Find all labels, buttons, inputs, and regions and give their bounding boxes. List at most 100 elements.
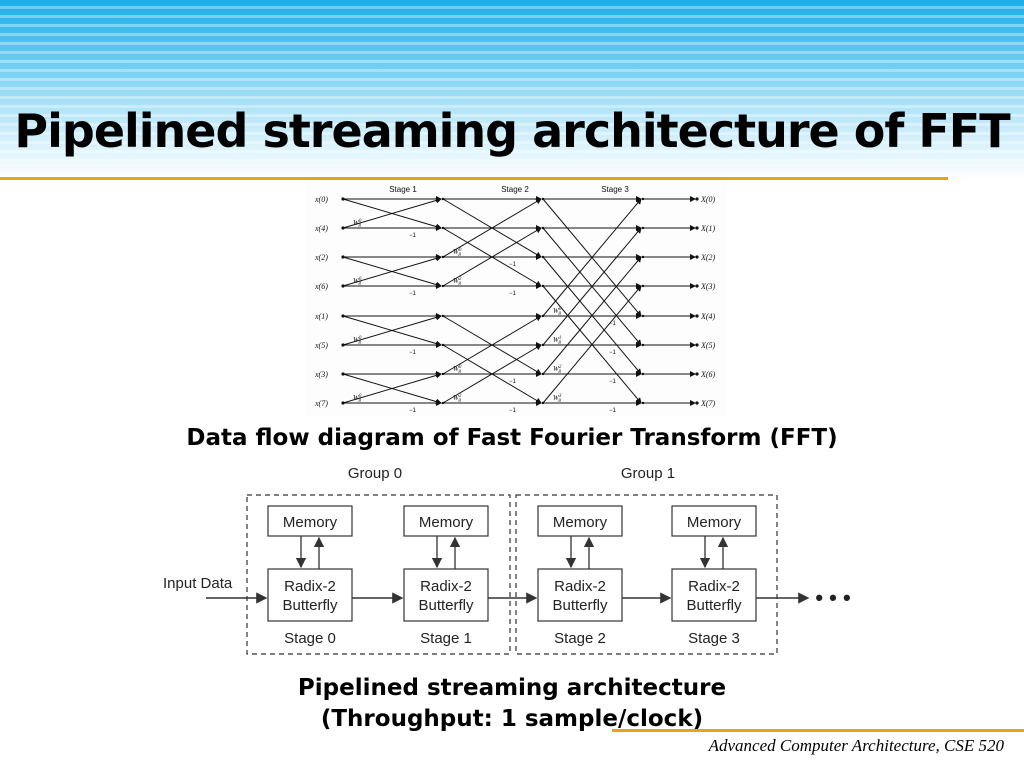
- fft-node: [641, 372, 645, 376]
- pipeline-caption-line1: Pipelined streaming architecture: [297, 675, 727, 701]
- group-box-1: [515, 494, 778, 655]
- stage-label: Stage 2: [554, 630, 606, 647]
- butterfly-label-line2: Butterfly: [552, 597, 608, 614]
- fft-output-label: X(2): [700, 253, 716, 262]
- pipeline-caption-line2: (Throughput: 1 sample/clock): [320, 706, 704, 732]
- fft-node: [695, 226, 699, 230]
- fft-output-label: X(7): [700, 399, 716, 408]
- fft-stage-label-1: Stage 1: [389, 185, 417, 194]
- fft-stage-label-3: Stage 3: [601, 185, 629, 194]
- pipeline-stage-0: Memory Radix-2 Butterfly Stage 0: [267, 505, 353, 647]
- fft-input-label: x(7): [314, 399, 328, 408]
- fft-minus-one-label: −1: [609, 408, 617, 414]
- fft-minus-one-label: −1: [409, 291, 417, 297]
- fft-signal-lines: [341, 196, 699, 406]
- slide-title: Pipelined streaming architecture of FFT: [14, 104, 1010, 158]
- header-background: [0, 0, 1024, 180]
- fft-input-label: x(6): [314, 282, 328, 291]
- fft-input-label: x(5): [314, 341, 328, 350]
- butterfly-label-line2: Butterfly: [418, 597, 474, 614]
- fft-node: [641, 197, 645, 201]
- fft-node: [641, 226, 645, 230]
- fft-stage-label-2: Stage 2: [501, 185, 529, 194]
- fft-cross-edge: [342, 314, 442, 346]
- fft-output-label: X(4): [700, 312, 716, 321]
- stage-label: Stage 0: [284, 630, 336, 647]
- butterfly-label-line1: Radix-2: [284, 578, 336, 595]
- fft-node: [641, 343, 645, 347]
- fft-output-label: X(0): [700, 195, 716, 204]
- fft-minus-one-label: −1: [509, 408, 517, 414]
- fft-output-label: X(1): [700, 224, 716, 233]
- fft-input-label: x(3): [314, 370, 328, 379]
- fft-node: [695, 372, 699, 376]
- fft-minus-one-label: −1: [509, 379, 517, 385]
- fft-input-label: x(0): [314, 195, 328, 204]
- fft-dataflow-diagram: Stage 1 Stage 2 Stage 3 x(0) X(0) x(4) X(1)…: [305, 180, 727, 416]
- fft-minus-one-label: −1: [409, 350, 417, 356]
- fft-node: [695, 197, 699, 201]
- memory-block: [537, 505, 623, 537]
- memory-block: [403, 505, 489, 537]
- fft-cross-edge: [342, 372, 442, 404]
- fft-node: [695, 314, 699, 318]
- butterfly-label-line1: Radix-2: [420, 578, 472, 595]
- fft-minus-one-label: −1: [609, 321, 617, 327]
- fft-node-labels: x(0)X(0)x(4)X(1)x(2)X(2)x(6)X(3)x(1)X(4)…: [314, 195, 716, 414]
- memory-block: [267, 505, 353, 537]
- fft-node: [695, 255, 699, 259]
- fft-dataflow-svg: Stage 1 Stage 2 Stage 3 x(0) X(0) x(4) X(1)…: [314, 185, 716, 414]
- group-label-0: Group 0: [348, 465, 402, 482]
- fft-node: [695, 343, 699, 347]
- memory-label: Memory: [419, 514, 474, 531]
- fft-cross-edge: [542, 285, 642, 404]
- butterfly-block: [671, 568, 757, 622]
- input-data-label: Input Data: [163, 575, 233, 592]
- fft-output-label: X(3): [700, 282, 716, 291]
- butterfly-label-line2: Butterfly: [686, 597, 742, 614]
- butterfly-block: [537, 568, 623, 622]
- continuation-ellipsis: • • •: [815, 585, 850, 610]
- fft-input-label: x(2): [314, 253, 328, 262]
- fft-node: [695, 284, 699, 288]
- fft-cross-edge: [442, 344, 542, 404]
- title-underline: [0, 177, 948, 180]
- pipeline-caption: Pipelined streaming architecture (Throug…: [0, 673, 1024, 735]
- pipeline-stage-1: Memory Radix-2 Butterfly Stage 1: [403, 505, 489, 647]
- fft-output-label: X(5): [700, 341, 716, 350]
- group-label-1: Group 1: [621, 465, 675, 482]
- fft-node: [641, 401, 645, 405]
- fft-minus-one-label: −1: [409, 233, 417, 239]
- fft-minus-one-label: −1: [509, 262, 517, 268]
- butterfly-label-line2: Butterfly: [282, 597, 338, 614]
- butterfly-block: [267, 568, 353, 622]
- butterfly-label-line1: Radix-2: [554, 578, 606, 595]
- fft-input-label: x(4): [314, 224, 328, 233]
- fft-output-label: X(6): [700, 370, 716, 379]
- fft-minus-one-label: −1: [409, 408, 417, 414]
- stage-label: Stage 3: [688, 630, 740, 647]
- fft-node: [641, 284, 645, 288]
- fft-minus-one-label: −1: [609, 350, 617, 356]
- fft-cross-edge: [542, 256, 642, 375]
- fft-node: [641, 255, 645, 259]
- fft-cross-edge: [442, 227, 542, 287]
- fft-cross-edge: [342, 197, 442, 229]
- butterfly-label-line1: Radix-2: [688, 578, 740, 595]
- fft-cross-edge: [342, 255, 442, 287]
- pipeline-stage-2: Memory Radix-2 Butterfly Stage 2: [537, 505, 623, 647]
- memory-block: [671, 505, 757, 537]
- fft-diagram-caption: Data flow diagram of Fast Fourier Transf…: [186, 425, 838, 451]
- fft-node: [695, 401, 699, 405]
- butterfly-block: [403, 568, 489, 622]
